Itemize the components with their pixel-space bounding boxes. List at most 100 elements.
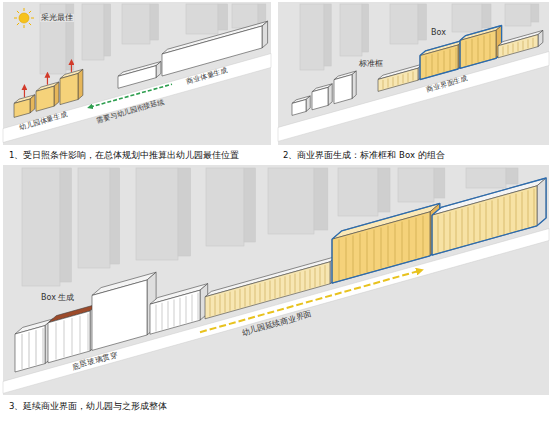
background-tower (82, 4, 104, 60)
glass-mullion (280, 278, 281, 297)
box-outline (332, 203, 440, 283)
glass-mullion (438, 53, 439, 74)
glass-mullion (29, 332, 30, 367)
background-tower (531, 4, 539, 22)
glass-mullion (426, 56, 427, 77)
background-tower (452, 4, 482, 32)
background-tower (136, 168, 178, 260)
glass-mullion (450, 212, 451, 249)
glass-mullion (516, 194, 517, 231)
background-tower (60, 168, 71, 282)
glass-mullion (468, 207, 469, 244)
building-side (352, 71, 356, 99)
road (3, 54, 271, 143)
glass-mullion (462, 209, 463, 246)
annotation-label: 采光最佳 (40, 14, 74, 22)
glass-mullion (225, 293, 226, 312)
glass-mullion (64, 320, 65, 357)
building-side (54, 82, 59, 106)
background-tower (398, 168, 434, 202)
glass-mullion (498, 199, 499, 236)
glass-mullion (245, 288, 246, 307)
glass-mullion (403, 74, 404, 83)
building-side (328, 84, 332, 106)
glass-mullion (408, 73, 409, 82)
sun-ray (29, 23, 31, 25)
glass-mullion (398, 76, 399, 85)
glass-mullion (503, 46, 504, 55)
background-tower (505, 4, 531, 26)
glass-mullion (518, 42, 519, 51)
glass-mullion (43, 328, 44, 363)
panel-ground (278, 2, 549, 145)
background-tower (258, 4, 266, 24)
glass-mullion (320, 267, 321, 286)
building-front (60, 74, 78, 105)
background-tower (418, 4, 426, 40)
sun-ray (14, 18, 17, 19)
glass-mullion (162, 303, 163, 330)
glass-mullion (325, 265, 326, 284)
background-tower (206, 168, 244, 246)
glass-mullion (36, 330, 37, 365)
background-tower (340, 4, 362, 56)
road (3, 229, 549, 394)
sunlight-arrow (24, 87, 25, 97)
building-front (292, 100, 306, 116)
glass-mullion (174, 299, 175, 326)
glass-mullion (456, 48, 457, 69)
background-tower (22, 168, 60, 286)
glass-mullion (56, 323, 57, 360)
background-tower (482, 4, 491, 28)
glass-mullion (533, 38, 534, 47)
glass-mullion (402, 222, 403, 263)
glass-mullion (528, 190, 529, 227)
glass-mullion (235, 290, 236, 309)
sunlight-arrow (47, 75, 48, 85)
sun-ray (31, 18, 34, 19)
background-tower (78, 168, 110, 268)
glass-mullion (456, 211, 457, 248)
background-tower (362, 4, 369, 52)
glass-mullion (480, 204, 481, 241)
glass-mullion (388, 226, 389, 267)
background-tower (104, 4, 111, 56)
glass-mullion (444, 51, 445, 72)
box-outline (420, 40, 464, 79)
background-tower (110, 168, 120, 264)
building-front (118, 66, 156, 89)
glass-mullion (255, 285, 256, 304)
panel-ground (3, 165, 549, 395)
glass-mullion (346, 237, 347, 278)
glass-mullion (80, 316, 81, 353)
glass-mullion (484, 36, 485, 61)
glass-mullion (220, 295, 221, 314)
glass-mullion (374, 229, 375, 270)
glass-mullion (186, 296, 187, 323)
glass-mullion (474, 205, 475, 242)
glass-mullion (156, 305, 157, 332)
background-tower (314, 168, 328, 230)
glass-mullion (265, 282, 266, 301)
glass-mullion (315, 268, 316, 287)
glass-mullion (522, 192, 523, 229)
background-tower (244, 168, 255, 242)
glass-mullion (444, 214, 445, 251)
glass-mullion (339, 239, 340, 280)
panel-drawing (3, 4, 549, 393)
glass-mullion (409, 220, 410, 261)
road (278, 52, 549, 142)
building-front (14, 99, 30, 117)
caption: 3、延续商业界面，幼儿园与之形成整体 (8, 402, 168, 411)
glass-mullion (534, 189, 535, 226)
glass-mullion (492, 200, 493, 237)
glass-mullion (432, 54, 433, 75)
building-front (378, 68, 418, 91)
glass-mullion (466, 41, 467, 66)
glass-mullion (504, 197, 505, 234)
background-tower (434, 168, 445, 198)
building-front (15, 326, 45, 372)
building-side (30, 95, 35, 113)
annotation-label: Box 生成 (40, 294, 75, 302)
